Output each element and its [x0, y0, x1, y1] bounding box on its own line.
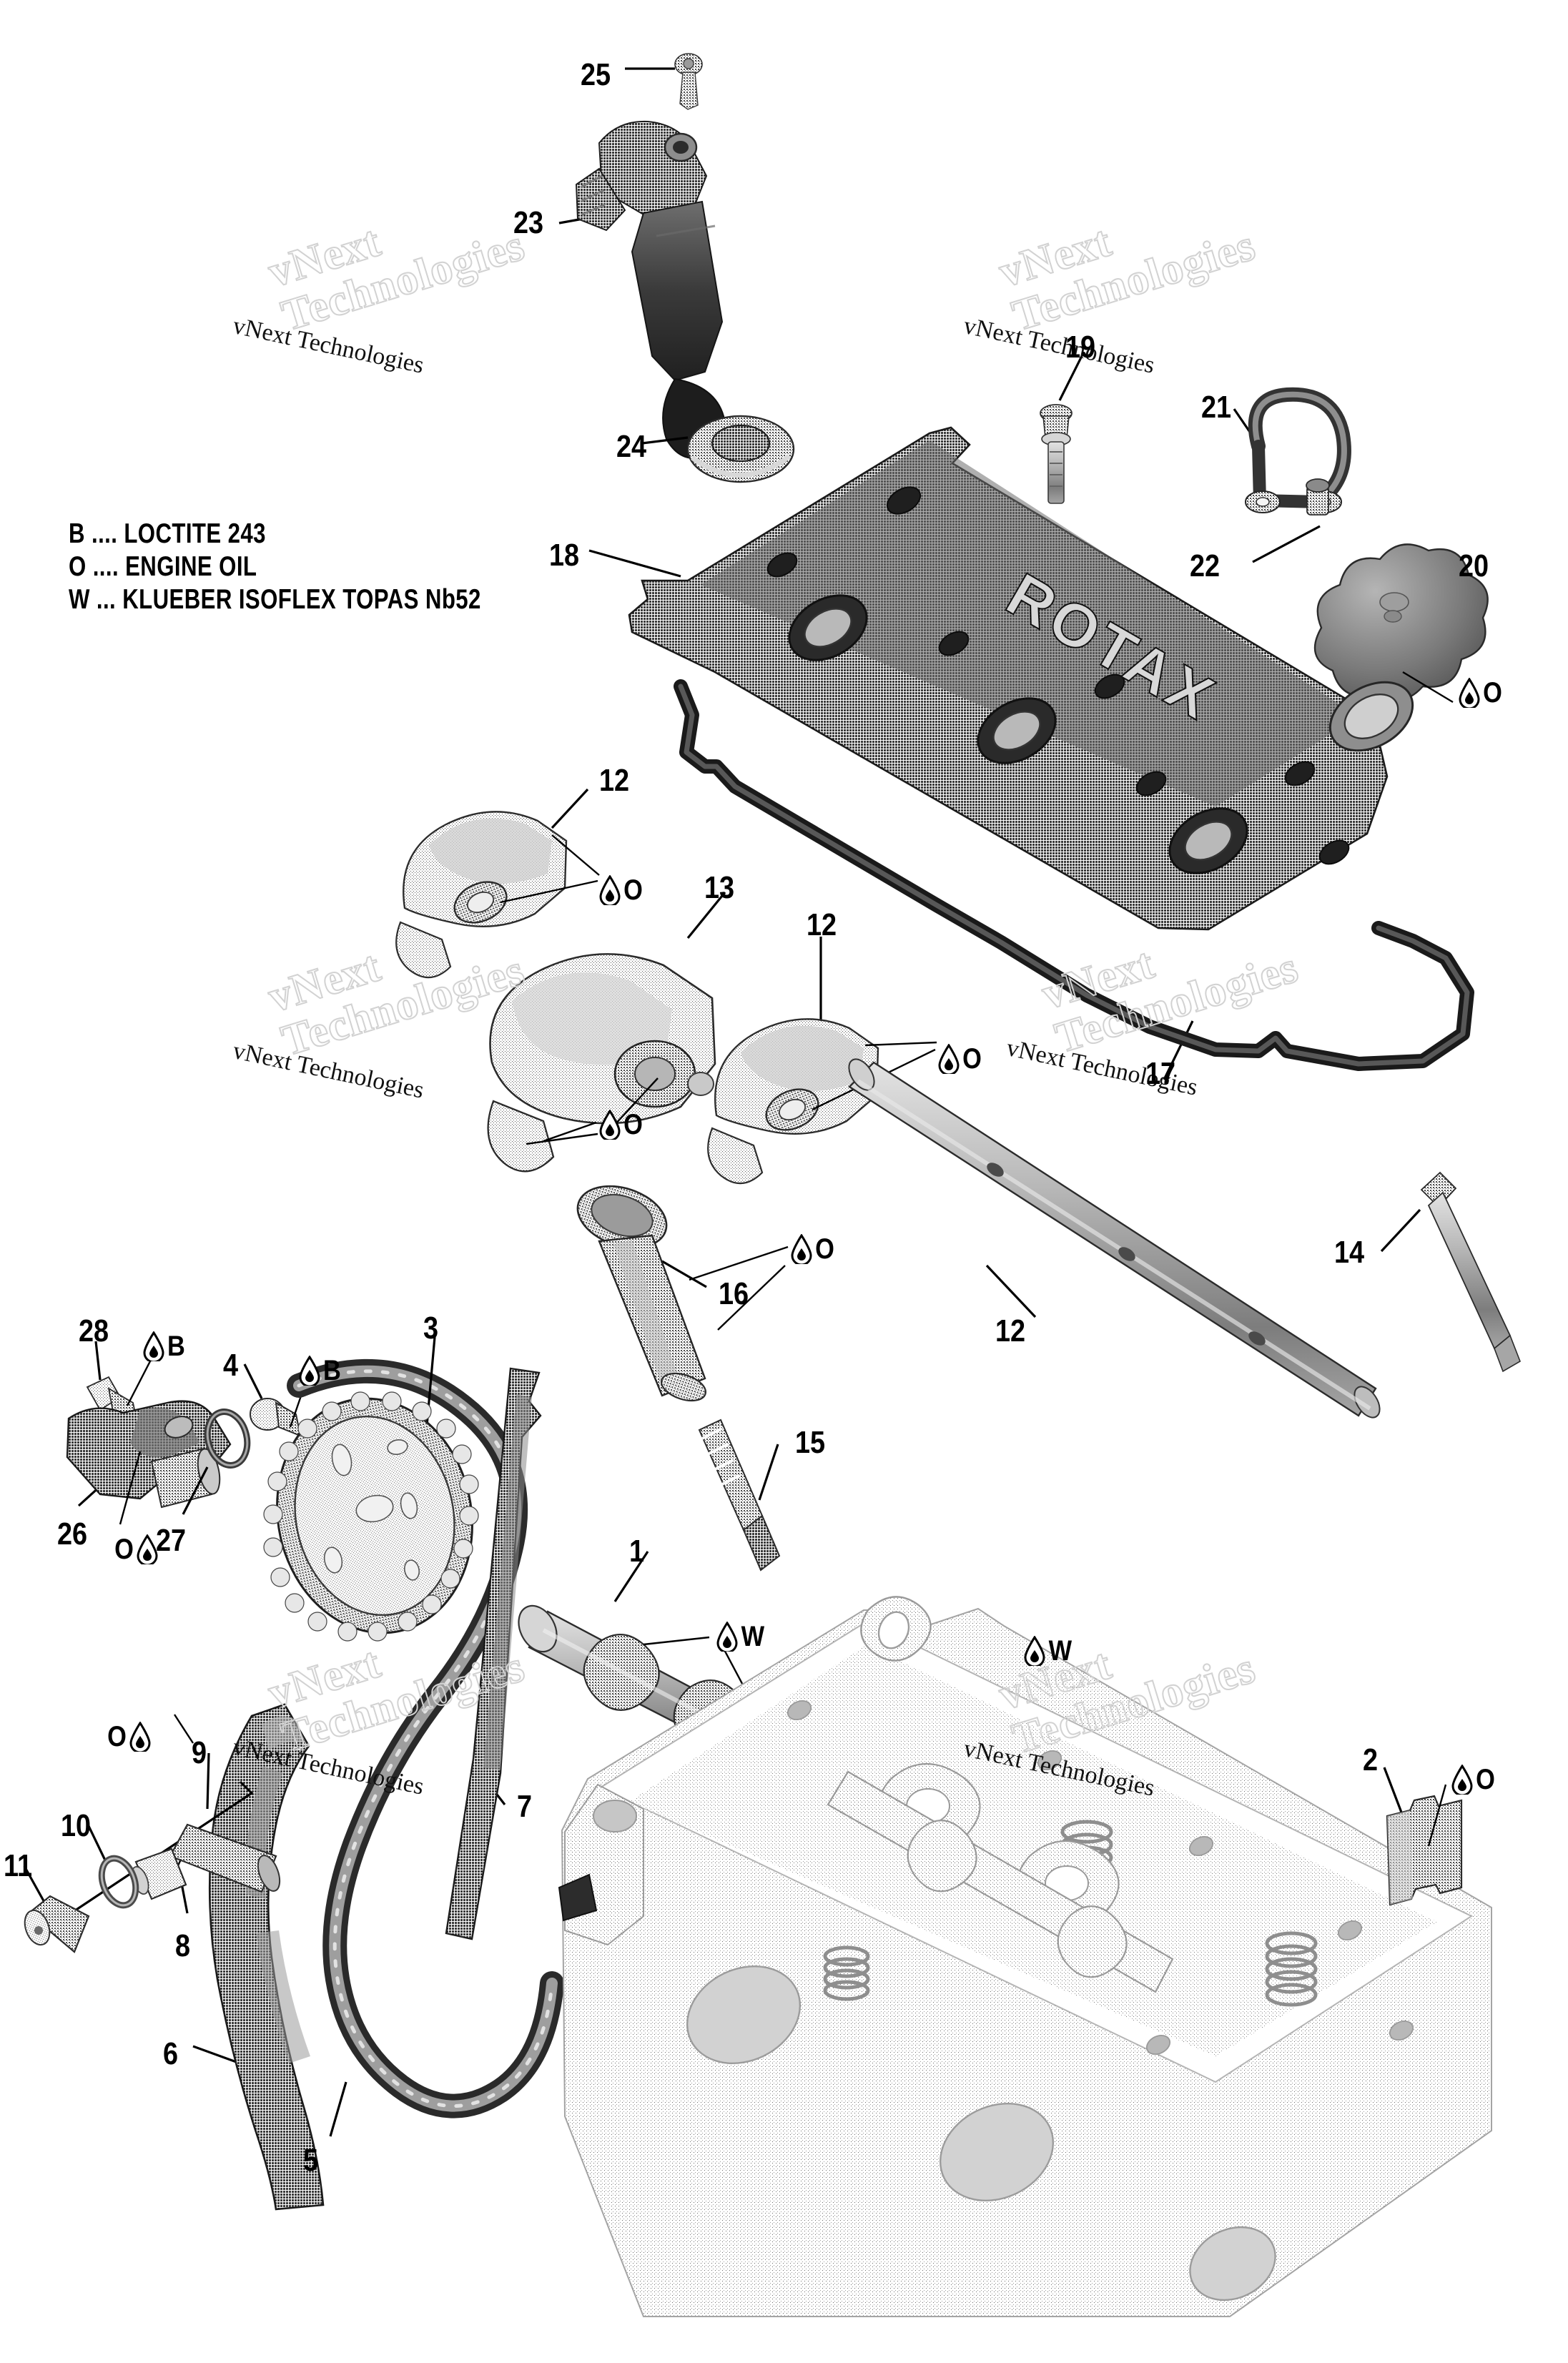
lube-code-letter: O: [114, 1534, 134, 1565]
lubricant-legend: B .... LOCTITE 243 O .... ENGINE OIL W .…: [69, 518, 584, 616]
callout-17: 16: [719, 1276, 749, 1311]
callout-12-right: 12: [807, 907, 837, 942]
part-21-oil-filler-cap: [1313, 543, 1489, 704]
callout-25: 24: [616, 429, 647, 464]
callout-29: 28: [79, 1313, 109, 1348]
cylinder-head-casting: [558, 1596, 1492, 2317]
callout-18: 17: [1145, 1056, 1176, 1091]
part-16-spark-plug: [698, 1419, 781, 1572]
lube-marker-camshaft-bearing: W: [1024, 1636, 1074, 1666]
part-3-camshaft-sprocket: [263, 1336, 479, 1642]
part-17-spark-plug-tube: [576, 1185, 789, 1402]
callout-20: 19: [1065, 330, 1096, 365]
lube-marker-sensor-screw: B: [143, 1331, 187, 1361]
lube-code-letter: O: [623, 1109, 643, 1140]
callout-2: 2: [1363, 1742, 1379, 1777]
lube-marker-oil-filler-cap: O: [1459, 678, 1504, 708]
lube-code-letter: O: [1483, 677, 1502, 709]
callout-1: 1: [629, 1534, 645, 1569]
part-18-valve-cover-gasket: [674, 679, 1474, 1080]
part-12-rocker-arm-left: [395, 788, 600, 979]
lube-marker-tensioner-piston: O: [106, 1722, 151, 1752]
part-20-valve-cover-screw: [1040, 351, 1085, 504]
lube-code-letter: B: [167, 1331, 185, 1362]
callout-11: 11: [4, 1848, 33, 1883]
lube-code-letter: W: [741, 1621, 765, 1652]
callout-8: 8: [175, 1928, 191, 1963]
part-6-chain-guide: [192, 1703, 325, 2211]
part-2-sealing-block: [1383, 1767, 1463, 1906]
callout-14: 12: [995, 1313, 1026, 1348]
legend-row-b: B .... LOCTITE 243: [69, 518, 266, 549]
callout-5: 5: [303, 2143, 319, 2178]
part-11-tensioner-plug: [23, 1865, 90, 1953]
callout-19: 18: [549, 538, 580, 573]
part-14-rocker-shaft: [848, 1058, 1381, 1419]
lube-marker-spark-plug-tube: O: [791, 1234, 836, 1264]
part-28-sensor-o-ring: [182, 1409, 251, 1515]
callout-16: 15: [795, 1425, 826, 1460]
callout-9: 9: [192, 1735, 207, 1770]
part-23-strap-screw: [1252, 478, 1330, 563]
callout-22: 21: [1201, 390, 1232, 425]
part-9-tensioner-piston: [131, 1714, 281, 1900]
lube-code-letter: O: [962, 1043, 982, 1075]
callout-7: 7: [517, 1789, 533, 1824]
lube-marker-sensor: O: [113, 1534, 158, 1564]
lube-marker-sealing-block: O: [1451, 1765, 1496, 1795]
callout-28: 27: [156, 1523, 187, 1558]
lube-code-letter: O: [815, 1233, 834, 1265]
callout-23: 22: [1190, 548, 1221, 583]
callout-4: 4: [223, 1348, 239, 1383]
part-10-o-ring: [87, 1825, 139, 1909]
callout-21: 20: [1459, 548, 1489, 583]
lube-code-letter: B: [323, 1355, 341, 1386]
part-13-rocker-arm-center: [487, 891, 726, 1173]
callout-27: 26: [57, 1516, 88, 1552]
part-25-coil-seal: [641, 415, 795, 483]
lube-code-letter: O: [107, 1721, 127, 1752]
part-5-timing-chain: [287, 1358, 564, 2137]
part-12-rocker-arm-right: [707, 937, 937, 1185]
callout-6: 6: [163, 2036, 179, 2071]
callout-13: 13: [704, 870, 735, 905]
lube-code-letter: W: [1048, 1635, 1073, 1667]
lube-marker-rocker-right: O: [938, 1044, 983, 1074]
legend-row-o: O .... ENGINE OIL: [69, 551, 257, 582]
part-7-chain-tensioner-rail: [445, 1367, 542, 1940]
callout-15: 14: [1334, 1235, 1365, 1270]
part-15-rocker-shaft-screw: [1380, 1171, 1521, 1373]
callout-12-left: 12: [599, 763, 630, 798]
legend-row-w: W ... KLUEBER ISOFLEX TOPAS Nb52: [69, 584, 481, 615]
lube-marker-camshaft-journal: W: [716, 1622, 766, 1652]
part-26-coil-screw: [625, 53, 703, 110]
part-19-valve-cover: ROTAX: [588, 426, 1414, 931]
callout-24: 23: [513, 205, 544, 240]
callout-3: 3: [423, 1311, 439, 1346]
lube-marker-sprocket-screw: B: [299, 1356, 342, 1386]
lube-code-letter: O: [623, 874, 643, 906]
callout-26: 25: [581, 57, 611, 92]
callout-10: 10: [61, 1808, 92, 1843]
lube-marker-rocker-center: O: [599, 1110, 644, 1140]
lube-code-letter: O: [1476, 1764, 1495, 1795]
lube-marker-rocker-left: O: [599, 875, 644, 905]
part-27-camshaft-position-sensor: [66, 1400, 232, 1525]
part-24-ignition-coil: [558, 120, 726, 459]
